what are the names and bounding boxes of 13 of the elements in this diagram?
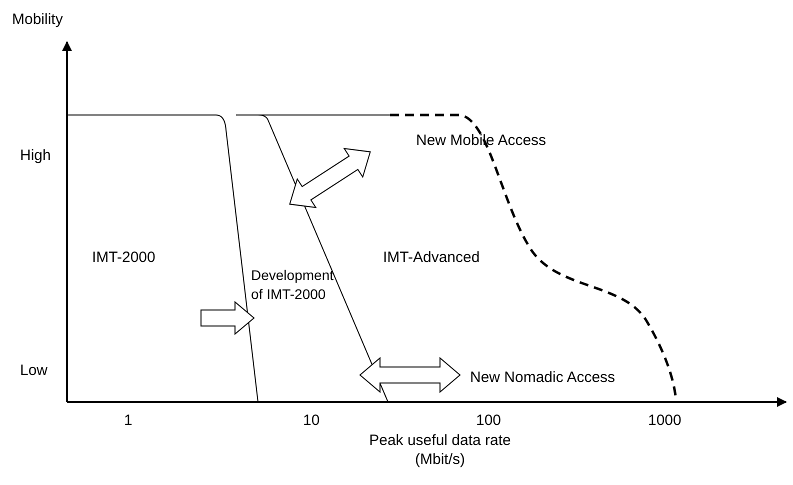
- region-label: New Nomadic Access: [470, 368, 616, 387]
- axis-tick-label: High: [20, 146, 51, 165]
- axis-tick-label: 100: [476, 411, 502, 430]
- axis-tick-label: 1: [124, 411, 132, 430]
- axis-title: Peak useful data rate (Mbit/s): [368, 431, 512, 469]
- region-label: IMT-2000: [92, 248, 156, 267]
- region-label: IMT-Advanced: [383, 248, 480, 267]
- axis-title: Mobility: [12, 10, 63, 29]
- axis-tick-label: 10: [303, 411, 320, 430]
- axis-tick-label: Low: [20, 361, 48, 380]
- region-label: Development of IMT-2000: [251, 266, 334, 304]
- axis-tick-label: 1000: [648, 411, 682, 430]
- region-label: New Mobile Access: [416, 131, 546, 150]
